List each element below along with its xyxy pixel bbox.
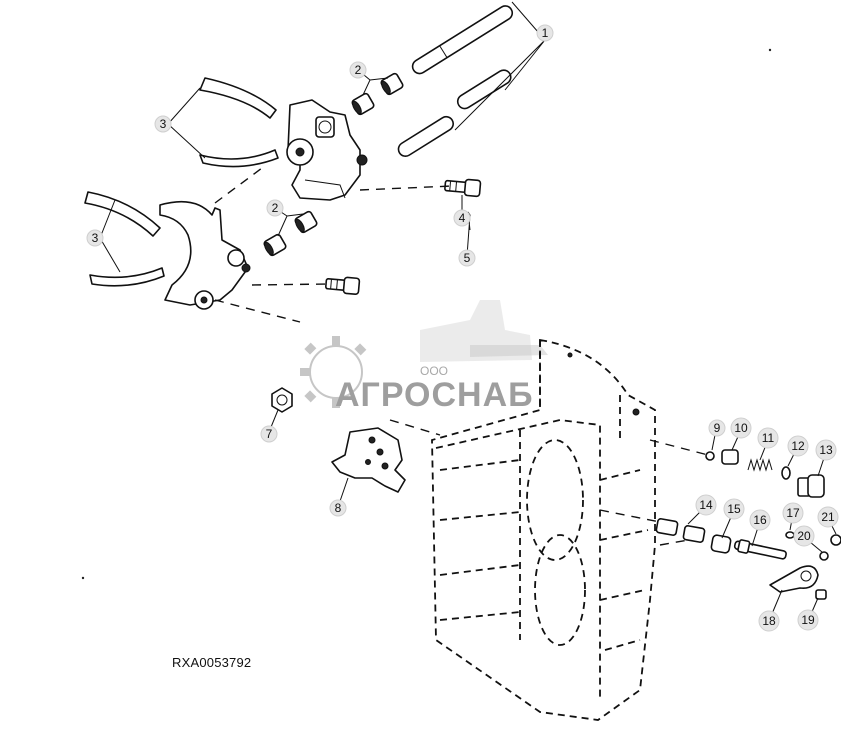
callout-label: 10 <box>734 421 748 435</box>
callout-badge <box>757 427 779 449</box>
callout-badge <box>793 525 815 547</box>
callout-c13: 13 <box>815 439 837 461</box>
callout-label: 14 <box>699 498 713 512</box>
callout-c4: 4 <box>453 209 471 227</box>
callout-label: 19 <box>801 613 815 627</box>
nut <box>271 387 293 413</box>
callout-c2b: 2 <box>266 199 284 217</box>
callout-c10: 10 <box>730 417 752 439</box>
callout-badge <box>86 229 104 247</box>
transmission-housing <box>431 338 656 721</box>
callout-c7: 7 <box>260 425 278 443</box>
bushings-lower <box>263 210 318 257</box>
callout-label: 3 <box>160 117 167 131</box>
callout-c1a: 1 <box>536 24 554 42</box>
callout-leaders <box>99 1 837 622</box>
callout-c19: 19 <box>797 609 819 631</box>
callout-badge <box>787 435 809 457</box>
housing-marks <box>567 352 640 416</box>
callout-badge <box>536 24 554 42</box>
fork-shoes-upper <box>199 77 279 168</box>
callout-label: 16 <box>753 513 767 527</box>
callout-badge <box>708 419 726 437</box>
bushings-upper <box>351 72 404 116</box>
callout-badge <box>749 509 771 531</box>
callout-c17: 17 <box>782 502 804 524</box>
fork-screws <box>324 178 482 296</box>
callout-badge <box>758 610 780 632</box>
callout-label: 21 <box>821 510 835 524</box>
watermark-logo <box>300 300 548 408</box>
callout-label: 7 <box>266 427 273 441</box>
watermark-prefix: ООО <box>420 364 449 378</box>
lever-shaft-parts <box>655 518 841 600</box>
watermark-company-name: АГРОСНАБ <box>335 376 534 414</box>
callout-c2a: 2 <box>349 61 367 79</box>
detent-spring <box>747 458 773 472</box>
callout-badge <box>458 249 476 267</box>
callout-badge <box>695 494 717 516</box>
callout-badge <box>453 209 471 227</box>
shift-lever <box>331 427 406 493</box>
callout-label: 20 <box>797 529 811 543</box>
callout-label: 9 <box>714 421 721 435</box>
callout-badge <box>266 199 284 217</box>
callout-c11: 11 <box>757 427 779 449</box>
callout-label: 2 <box>272 201 279 215</box>
shift-rods <box>397 5 514 157</box>
fork-shoes-lower <box>84 191 165 287</box>
callout-label: 8 <box>335 501 342 515</box>
callout-c3a: 3 <box>154 115 172 133</box>
callout-label: 12 <box>791 439 805 453</box>
callout-badge <box>349 61 367 79</box>
callout-badge <box>782 502 804 524</box>
callout-badge <box>260 425 278 443</box>
callout-badge <box>329 499 347 517</box>
lower-shift-fork <box>159 200 251 310</box>
callout-c21: 21 <box>817 506 839 528</box>
callout-label: 17 <box>786 506 800 520</box>
callout-c9: 9 <box>708 419 726 437</box>
callout-c5: 5 <box>458 249 476 267</box>
callout-label: 18 <box>762 614 776 628</box>
callout-label: 11 <box>762 431 775 445</box>
callout-label: 15 <box>727 502 741 516</box>
callout-badge <box>723 498 745 520</box>
callout-c16: 16 <box>749 509 771 531</box>
callout-badge <box>154 115 172 133</box>
callout-c8: 8 <box>329 499 347 517</box>
callout-c15: 15 <box>723 498 745 520</box>
callout-label: 3 <box>92 231 99 245</box>
callout-c14: 14 <box>695 494 717 516</box>
callout-c20: 20 <box>793 525 815 547</box>
detent-parts <box>705 449 825 498</box>
document-code: RXA0053792 <box>172 655 252 670</box>
callout-badge <box>815 439 837 461</box>
callout-badge <box>730 417 752 439</box>
callout-label: 13 <box>819 443 833 457</box>
upper-shift-fork <box>286 99 368 201</box>
callout-c18: 18 <box>758 610 780 632</box>
callout-badge <box>797 609 819 631</box>
callout-badge <box>817 506 839 528</box>
callout-c12: 12 <box>787 435 809 457</box>
callout-label: 5 <box>464 251 471 265</box>
callout-label: 4 <box>459 211 466 225</box>
callout-label: 2 <box>355 63 362 77</box>
callout-c3b: 3 <box>86 229 104 247</box>
callout-label: 1 <box>542 26 549 40</box>
